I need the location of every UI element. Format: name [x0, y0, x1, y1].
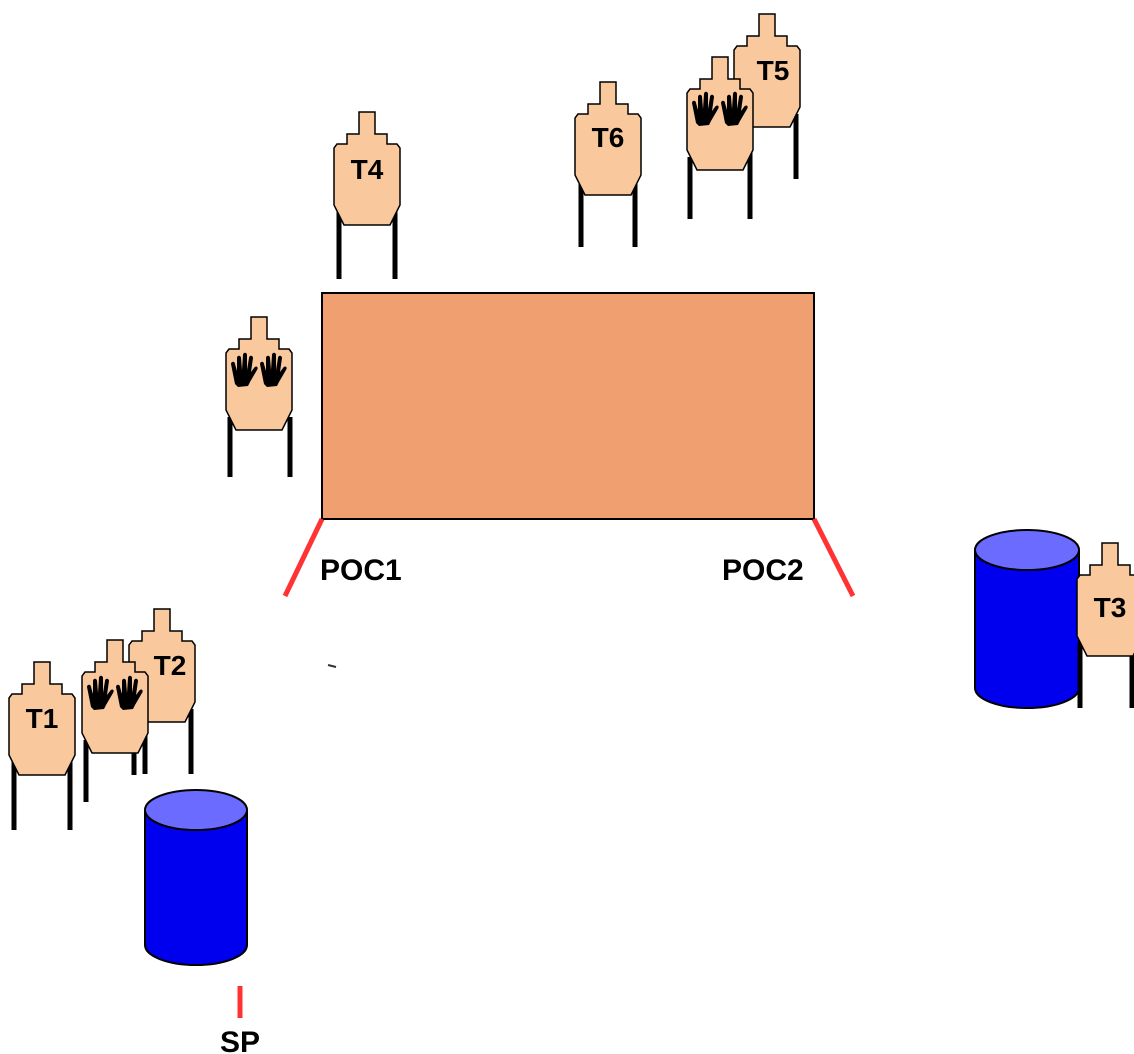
target-t2-label: T2	[154, 650, 187, 681]
barrel-left	[144, 789, 248, 966]
target-t1-label: T1	[26, 703, 59, 734]
target-t6: T6	[574, 81, 642, 247]
target-t4-label: T4	[351, 154, 384, 185]
wall-barricade	[321, 292, 815, 520]
poc2-label: POC2	[722, 554, 804, 587]
noshoot-top	[686, 56, 754, 219]
target-t3: T3	[1076, 542, 1134, 708]
target-t4: T4	[333, 111, 401, 279]
stray-mark	[327, 664, 337, 668]
noshoot-bottom	[81, 639, 149, 802]
poc1-line	[282, 517, 325, 598]
target-t6-label: T6	[592, 122, 625, 153]
target-t5-label: T5	[757, 55, 790, 86]
barrel-right	[974, 529, 1080, 709]
target-t1: T1	[8, 661, 76, 830]
poc2-line	[811, 517, 856, 598]
start-position-label: SP	[220, 1026, 260, 1054]
poc1-label: POC1	[320, 554, 402, 587]
target-t3-label: T3	[1094, 592, 1127, 623]
noshoot-left	[225, 316, 293, 477]
